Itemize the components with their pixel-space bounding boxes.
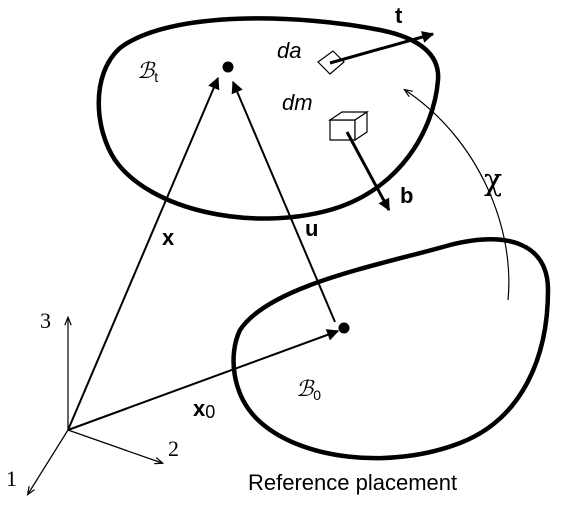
reference-body-subscript: 0 (313, 387, 321, 403)
axis-2-line (67, 429, 162, 463)
vector-x0-base: x (193, 396, 206, 421)
reference-body-label: ℬ0 (296, 377, 321, 403)
vector-t-line (329, 31, 435, 65)
vector-t-label: t (395, 3, 403, 28)
area-element-label: da (277, 38, 301, 63)
vector-u-line (231, 80, 336, 323)
reference-placement-caption: Reference placement (248, 470, 457, 495)
mass-element-label: dm (282, 90, 313, 115)
vector-x0-line (67, 329, 340, 431)
axis-1-label: 1 (6, 466, 17, 491)
vector-x0-subscript: 0 (205, 402, 215, 422)
vector-x-line (67, 76, 220, 431)
current-body-subscript: t (154, 69, 158, 85)
current-body-symbol: ℬ (137, 59, 156, 84)
axis-2-label: 2 (168, 436, 179, 461)
axis-3-label: 3 (40, 308, 51, 333)
reference-point (338, 322, 350, 334)
reference-body-outline (231, 237, 551, 461)
current-point (222, 61, 234, 73)
mapping-chi-label: χ (484, 163, 502, 198)
vector-b-line (345, 131, 391, 212)
axis-1-line (28, 429, 69, 494)
vector-u-label: u (305, 216, 318, 241)
current-body-label: ℬt (137, 59, 158, 85)
current-body-outline (96, 16, 441, 221)
vector-b-label: b (400, 183, 413, 208)
vector-x-label: x (162, 225, 175, 250)
mapping-chi-arc (405, 90, 510, 301)
vector-x0-label: x0 (193, 396, 215, 422)
reference-body-symbol: ℬ (296, 377, 315, 402)
